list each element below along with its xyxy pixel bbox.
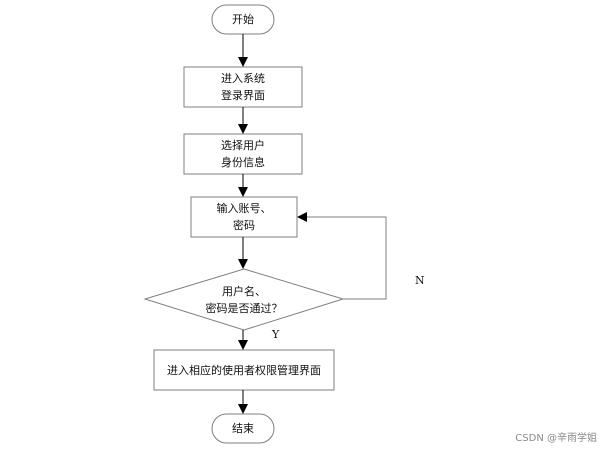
enter-login-box	[183, 66, 303, 108]
input-credentials-label: 输入账号、 密码	[191, 197, 297, 237]
no-branch-label: N	[415, 274, 425, 287]
check-credentials-label: 用户名、 密码是否通过？	[170, 282, 318, 318]
enter-login-line-1: 进入系统	[221, 72, 265, 85]
watermark-text: CSDN @辛雨学姐	[515, 433, 597, 444]
select-identity-line-1: 选择用户	[221, 139, 265, 152]
select-identity-box	[183, 133, 303, 175]
input-credentials-box	[190, 196, 298, 238]
start-label: 开始	[212, 5, 274, 34]
arrow-no-loop-back	[297, 212, 387, 300]
start-label-text: 开始	[232, 13, 254, 26]
check-credentials-line-2: 密码是否通过？	[205, 302, 283, 315]
end-terminal	[211, 413, 275, 444]
enter-login-label: 进入系统 登录界面	[184, 67, 302, 107]
management-label: 进入相应的使用者权限管理界面	[154, 350, 334, 390]
input-credentials-line-1: 输入账号、	[216, 202, 272, 215]
end-label-text: 结束	[232, 422, 254, 435]
select-identity-line-2: 身份信息	[221, 156, 265, 169]
end-label: 结束	[212, 414, 274, 443]
check-credentials-line-1: 用户名、	[222, 285, 266, 298]
check-credentials-diamond	[143, 268, 345, 331]
enter-login-line-2: 登录界面	[221, 89, 265, 102]
input-credentials-line-2: 密码	[233, 219, 255, 232]
yes-branch-label: Y	[272, 328, 280, 341]
select-identity-label: 选择用户 身份信息	[184, 134, 302, 174]
management-box	[153, 349, 335, 391]
management-label-text: 进入相应的使用者权限管理界面	[167, 363, 321, 377]
